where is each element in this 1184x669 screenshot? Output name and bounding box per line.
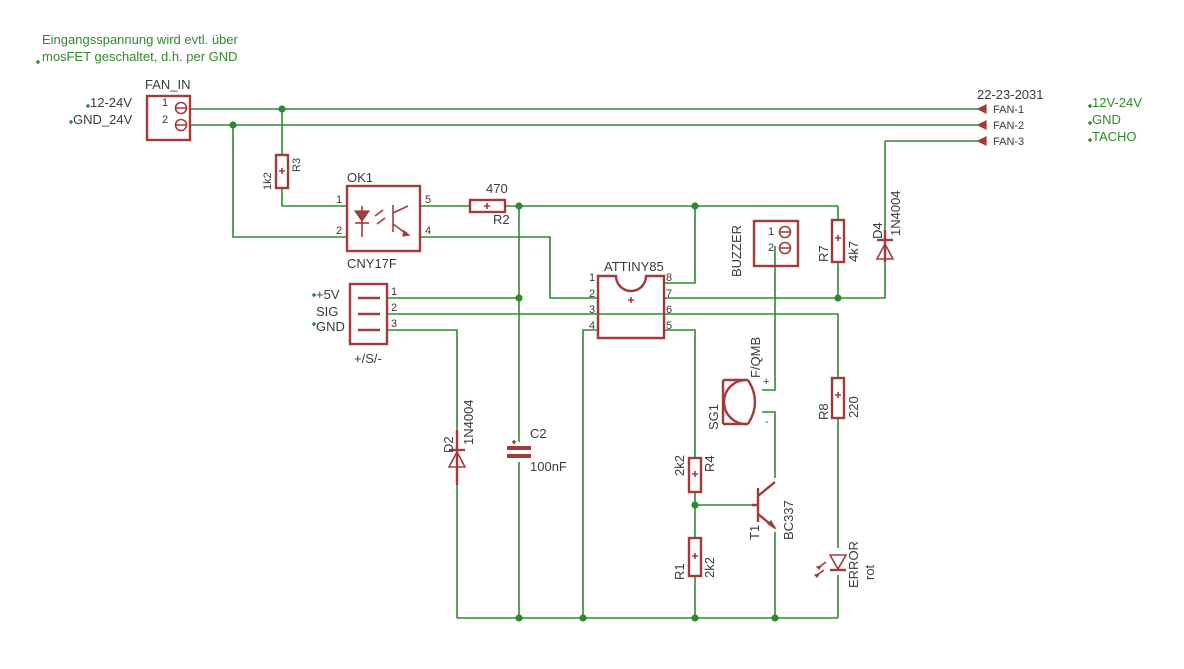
led-name: ERROR — [846, 541, 861, 588]
mcu-pin5: 5 — [666, 320, 672, 332]
header-pin3: 3 — [391, 318, 397, 330]
transistor-t1: T1 BC337 — [747, 481, 796, 540]
mcu-pin4: 4 — [589, 320, 595, 332]
r8-value: 220 — [846, 396, 861, 418]
sg1-minus: - — [765, 416, 769, 428]
resistor-r1: R1 2k2 — [672, 536, 717, 580]
mcu-name: ATTINY85 — [604, 259, 664, 274]
header-net-gnd: GND — [316, 319, 345, 334]
buzzer-pin2: 2 — [768, 242, 774, 254]
t1-name: T1 — [747, 525, 762, 540]
resistor-r3: 1k2 R3 — [262, 153, 303, 190]
header-net-5v: +5V — [316, 287, 340, 302]
note: Eingangsspannung wird evtl. über mosFET … — [36, 32, 239, 64]
fan-in-name: FAN_IN — [145, 77, 191, 92]
sg1-name: SG1 — [706, 404, 721, 430]
ok1-pin5: 5 — [425, 194, 431, 206]
r7-name: R7 — [816, 245, 831, 262]
fan-in-pin1: 1 — [162, 97, 168, 109]
optocoupler-ok1: OK1 CNY17F 1 2 5 4 — [336, 170, 431, 271]
diode-d4: D4 1N4004 — [870, 190, 903, 262]
junctions — [229, 105, 842, 622]
r1-value: 2k2 — [702, 557, 717, 578]
r4-value: 2k2 — [672, 455, 687, 476]
ok1-name: OK1 — [347, 170, 373, 185]
led-error: ERROR rot — [813, 541, 877, 588]
output-pin3: FAN-3 — [993, 136, 1024, 148]
r8-name: R8 — [816, 403, 831, 420]
net-gnd-24v: GND_24V — [73, 112, 133, 127]
d4-value: 1N4004 — [888, 190, 903, 236]
fan-output-connector: 22-23-2031 FAN-1 FAN-2 FAN-3 12V-24V GND… — [976, 87, 1142, 148]
out-net-gnd: GND — [1092, 112, 1121, 127]
capacitor-c2: C2 100nF — [507, 426, 567, 474]
ok1-pin2: 2 — [336, 225, 342, 237]
piezo-sg1: + - SG1 F/QMB — [706, 337, 769, 430]
out-net-tacho: TACHO — [1092, 129, 1137, 144]
ok1-type: CNY17F — [347, 256, 397, 271]
sg1-value: F/QMB — [748, 337, 763, 378]
c2-name: C2 — [530, 426, 547, 441]
r3-value: 1k2 — [262, 172, 274, 190]
buzzer-pin1: 1 — [768, 226, 774, 238]
sg1-plus: + — [763, 376, 769, 388]
resistor-r2: 470 R2 — [468, 181, 510, 227]
ok1-pin4: 4 — [425, 225, 431, 237]
diode-d2: D2 1N4004 — [441, 399, 476, 485]
d2-value: 1N4004 — [461, 399, 476, 445]
header-5v-sig-gnd: 1 2 3 +5V SIG GND +/S/- — [312, 282, 397, 366]
r7-value: 4k7 — [846, 241, 861, 262]
fan-in-pin2: 2 — [162, 114, 168, 126]
mcu-attiny85: ATTINY85 1 2 3 4 8 7 6 5 — [589, 259, 672, 340]
wires — [190, 108, 985, 619]
note-line1: Eingangsspannung wird evtl. über — [42, 32, 239, 47]
mcu-pin8: 8 — [666, 272, 672, 284]
ok1-pin1: 1 — [336, 194, 342, 206]
t1-value: BC337 — [781, 500, 796, 540]
buzzer-connector: 1 2 BUZZER — [729, 219, 800, 277]
net-12-24v: 12-24V — [90, 95, 132, 110]
resistor-r7: R7 4k7 — [816, 218, 861, 264]
mcu-pin3: 3 — [589, 304, 595, 316]
d2-name: D2 — [441, 436, 456, 453]
note-cross — [36, 60, 40, 64]
header-pin2: 2 — [391, 302, 397, 314]
r2-name: R2 — [493, 212, 510, 227]
c2-value: 100nF — [530, 459, 567, 474]
mcu-pin7: 7 — [666, 288, 672, 300]
r3-name: R3 — [291, 158, 303, 172]
r2-value: 470 — [486, 181, 508, 196]
led-value: rot — [862, 564, 877, 580]
header-net-sig: SIG — [316, 304, 338, 319]
output-pin2: FAN-2 — [993, 120, 1024, 132]
r1-name: R1 — [672, 563, 687, 580]
fan-in-connector: FAN_IN 1 2 12-24V GND_24V — [69, 77, 192, 142]
output-pin1: FAN-1 — [993, 104, 1024, 116]
mcu-pin1: 1 — [589, 272, 595, 284]
header-pin1: 1 — [391, 286, 397, 298]
output-part: 22-23-2031 — [977, 87, 1044, 102]
resistor-r4: 2k2 R4 — [672, 455, 717, 494]
mcu-pin6: 6 — [666, 304, 672, 316]
note-line2: mosFET geschaltet, d.h. per GND — [42, 49, 238, 64]
mcu-pin2: 2 — [589, 288, 595, 300]
d4-name: D4 — [870, 222, 885, 239]
out-net-12v-24v: 12V-24V — [1092, 95, 1142, 110]
buzzer-name: BUZZER — [729, 225, 744, 277]
header-name: +/S/- — [354, 351, 382, 366]
r4-name: R4 — [702, 455, 717, 472]
resistor-r8: R8 220 — [816, 376, 861, 420]
